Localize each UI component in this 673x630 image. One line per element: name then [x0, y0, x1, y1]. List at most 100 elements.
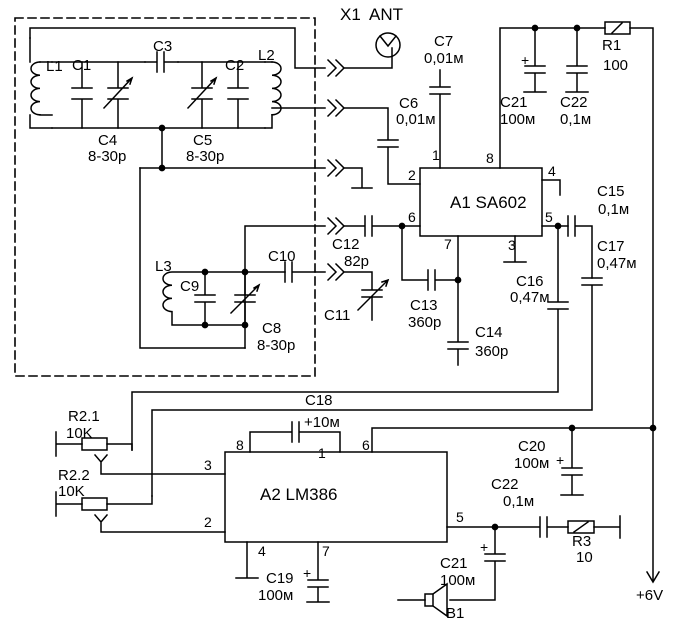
a1-pin6: 6 — [408, 209, 416, 225]
a2-pin5: 5 — [456, 509, 464, 525]
c4-value: 8-30p — [88, 148, 126, 165]
c1-label: C1 — [72, 57, 91, 74]
capacitor-c9-symbol — [194, 271, 216, 326]
capacitor-c19-symbol — [306, 541, 330, 603]
c15-value: 0,1м — [598, 201, 629, 218]
c21-top-label: C21 — [500, 94, 528, 111]
c20-label: C20 — [518, 438, 546, 455]
c16-value: 0,47м — [510, 289, 550, 306]
capacitor-c3-symbol — [144, 51, 179, 73]
svg-text:+: + — [480, 539, 488, 555]
supply-label: +6V — [636, 587, 663, 604]
a1-pin5: 5 — [545, 209, 553, 225]
a1-pin4: 4 — [548, 163, 556, 179]
c14-value: 360p — [475, 343, 508, 360]
c18-value: +10м — [304, 414, 340, 431]
c7-value: 0,01м — [424, 50, 464, 67]
svg-text:+: + — [556, 452, 564, 468]
capacitor-c17-symbol — [151, 277, 603, 497]
capacitor-c20-symbol — [560, 427, 584, 496]
c13-label: C13 — [410, 297, 438, 314]
a2-pin4: 4 — [258, 543, 266, 559]
a1-pin1: 1 — [432, 147, 440, 163]
c6-value: 0,01м — [396, 111, 436, 128]
c22-bottom-label: C22 — [491, 476, 519, 493]
c19-label: C19 — [266, 570, 294, 587]
coil-l2-label: L2 — [258, 47, 275, 64]
c17-label: C17 — [597, 238, 625, 255]
c16-label: C16 — [516, 273, 544, 290]
c5-label: C5 — [193, 132, 212, 149]
c15-label: C15 — [597, 183, 625, 200]
c12-label: C12 — [332, 236, 360, 253]
potentiometer-r2-2-symbol — [55, 491, 226, 533]
c8-value: 8-30p — [257, 337, 295, 354]
coil-l3-label: L3 — [155, 258, 172, 275]
polarity-marks: + + + + — [303, 52, 564, 581]
r1-value: 100 — [603, 57, 628, 74]
c3-label: C3 — [153, 38, 172, 55]
antenna-x1-symbol — [29, 27, 401, 78]
capacitor-c6-symbol — [344, 107, 421, 185]
speaker-b1-symbol — [397, 582, 448, 618]
ic-a2-label: A2 LM386 — [260, 485, 338, 504]
capacitor-c1-symbol — [71, 61, 93, 129]
c19-value: 100м — [258, 587, 293, 604]
r2-2-value: 10K — [58, 483, 85, 500]
resistor-r3-symbol — [567, 515, 621, 539]
c11-label: C11 — [324, 307, 350, 324]
svg-text:+: + — [303, 565, 311, 581]
r3-value: 10 — [576, 549, 593, 566]
coil-l1-label: L1 — [46, 58, 63, 75]
capacitor-c11-symbol — [344, 271, 390, 321]
c22-top-value: 0,1м — [560, 111, 591, 128]
c9-label: C9 — [180, 278, 199, 295]
svg-text:+: + — [521, 52, 529, 68]
c12-value: 82p — [344, 253, 369, 270]
a2-pin2: 2 — [204, 514, 212, 530]
capacitor-c2-symbol — [227, 61, 249, 129]
r2-2-label: R2.2 — [58, 467, 90, 484]
c7-label: C7 — [434, 33, 453, 50]
a2-pin7: 7 — [322, 543, 330, 559]
capacitor-c21-top-symbol — [523, 27, 547, 93]
c2-label: C2 — [225, 57, 244, 74]
capacitor-c16-symbol — [131, 225, 569, 451]
schematic-labels: X1 ANT L1 L2 L3 C1 C2 C3 C4 8-30p C5 8-3… — [46, 5, 663, 622]
c22-top-label: C22 — [560, 94, 588, 111]
c10-label: C10 — [268, 248, 296, 265]
capacitor-c21-bottom-symbol — [449, 526, 506, 601]
r3-label: R3 — [572, 533, 591, 550]
a1-pin8: 8 — [486, 150, 494, 166]
c4-label: C4 — [98, 132, 117, 149]
capacitor-c22-top-symbol — [565, 27, 589, 93]
coil-l2-symbol — [264, 61, 282, 129]
capacitor-c4-symbol — [102, 61, 134, 129]
potentiometer-r2-1-symbol — [55, 431, 226, 475]
coil-l3-symbol — [162, 271, 246, 326]
a1-pin3: 3 — [508, 237, 516, 253]
capacitor-c10-symbol — [284, 261, 326, 283]
r2-1-label: R2.1 — [68, 408, 100, 425]
c8-label: C8 — [262, 320, 281, 337]
capacitor-c5-symbol — [186, 61, 218, 129]
antenna-name-label: ANT — [369, 5, 403, 24]
a1-pin2: 2 — [408, 167, 416, 183]
resistor-r1-symbol — [604, 21, 654, 581]
capacitor-c15-symbol — [567, 215, 593, 279]
a1-pin7: 7 — [444, 236, 452, 252]
a2-pin6: 6 — [362, 437, 370, 453]
r2-1-value: 10K — [66, 425, 93, 442]
speaker-b1-label: B1 — [446, 605, 464, 622]
a2-pin1: 1 — [318, 445, 326, 461]
antenna-ref-label: X1 — [340, 5, 361, 24]
shield-box — [14, 17, 316, 377]
capacitor-c8-symbol — [229, 271, 261, 326]
c21-bottom-value: 100м — [440, 572, 475, 589]
c6-label: C6 — [399, 95, 418, 112]
c18-label: C18 — [305, 392, 333, 409]
capacitor-c7-symbol — [429, 69, 451, 169]
c14-label: C14 — [475, 324, 503, 341]
c21-bottom-label: C21 — [440, 555, 468, 572]
